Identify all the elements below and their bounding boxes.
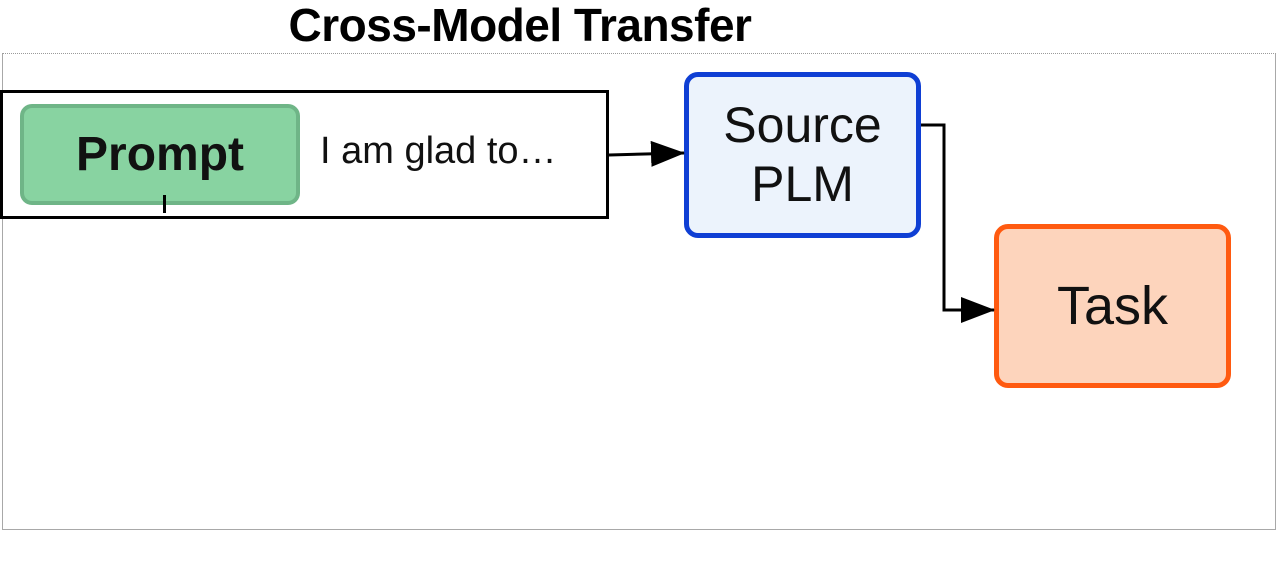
source-plm-label-line1: Source: [723, 97, 882, 153]
diagram-frame: [2, 53, 1276, 530]
source-plm-label-line2: PLM: [751, 156, 854, 212]
prompt-node: Prompt: [20, 104, 300, 205]
task-node: Task: [994, 224, 1231, 388]
prompt-tick-mark: [163, 195, 166, 213]
source-plm-node: Source PLM: [684, 72, 921, 238]
input-text: I am glad to…: [320, 130, 557, 172]
prompt-label: Prompt: [76, 128, 244, 181]
task-label: Task: [1056, 276, 1169, 336]
diagram-title: Cross-Model Transfer: [288, 0, 752, 51]
